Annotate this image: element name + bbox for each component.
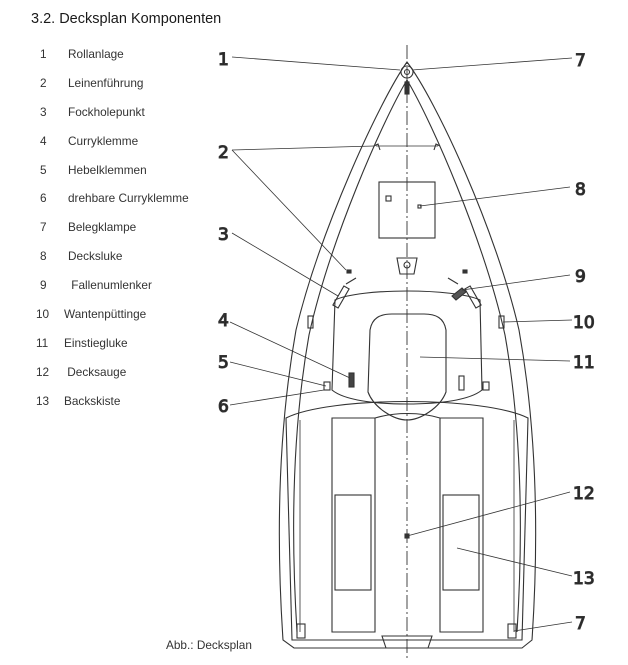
bow-roller bbox=[400, 65, 414, 79]
section-heading: 3.2. Decksplan Komponenten bbox=[31, 11, 222, 27]
bow-cleat bbox=[404, 81, 410, 95]
cockpit-locker-port bbox=[334, 494, 372, 591]
callout-2: 2 bbox=[218, 143, 229, 163]
legend-item: 9 Fallenumlenker bbox=[40, 278, 152, 293]
mast-step bbox=[396, 257, 418, 275]
callout-6: 6 bbox=[218, 397, 229, 417]
callout-12: 12 bbox=[573, 484, 595, 504]
callout-1: 1 bbox=[218, 50, 229, 70]
callout-13: 13 bbox=[573, 569, 595, 589]
companionway-hatch bbox=[367, 313, 447, 421]
clutch-port bbox=[348, 372, 355, 388]
jib-track-starboard bbox=[464, 285, 482, 309]
callout-8: 8 bbox=[575, 180, 586, 200]
stern-cleat-port bbox=[296, 623, 306, 639]
callout-7-bow: 7 bbox=[575, 51, 586, 71]
callout-10: 10 bbox=[573, 313, 595, 333]
hull-outline bbox=[278, 61, 537, 649]
figure-caption: Abb.: Decksplan bbox=[166, 638, 252, 652]
callout-9: 9 bbox=[575, 267, 586, 287]
cockpit-locker-starboard bbox=[442, 494, 480, 591]
leader-lines bbox=[229, 56, 573, 632]
cockpit-outline bbox=[285, 400, 529, 641]
halyard-organizer bbox=[451, 287, 467, 301]
transom-step bbox=[381, 635, 433, 649]
callout-5: 5 bbox=[218, 353, 229, 373]
swivel-cleat-port bbox=[323, 381, 331, 391]
fairleads bbox=[373, 143, 441, 151]
callout-4: 4 bbox=[218, 311, 229, 331]
legend-item: 12 Decksauge bbox=[36, 364, 127, 379]
callout-7-stern: 7 bbox=[575, 614, 586, 634]
callout-11: 11 bbox=[573, 353, 595, 373]
deck-edge bbox=[293, 79, 521, 633]
jib-track-port bbox=[332, 285, 350, 309]
forward-hatch bbox=[378, 181, 436, 239]
coachroof bbox=[331, 290, 483, 405]
clutch-starboard bbox=[458, 375, 465, 391]
cockpit-well bbox=[331, 417, 484, 633]
chainplate-port bbox=[307, 315, 314, 329]
callout-3: 3 bbox=[218, 225, 229, 245]
